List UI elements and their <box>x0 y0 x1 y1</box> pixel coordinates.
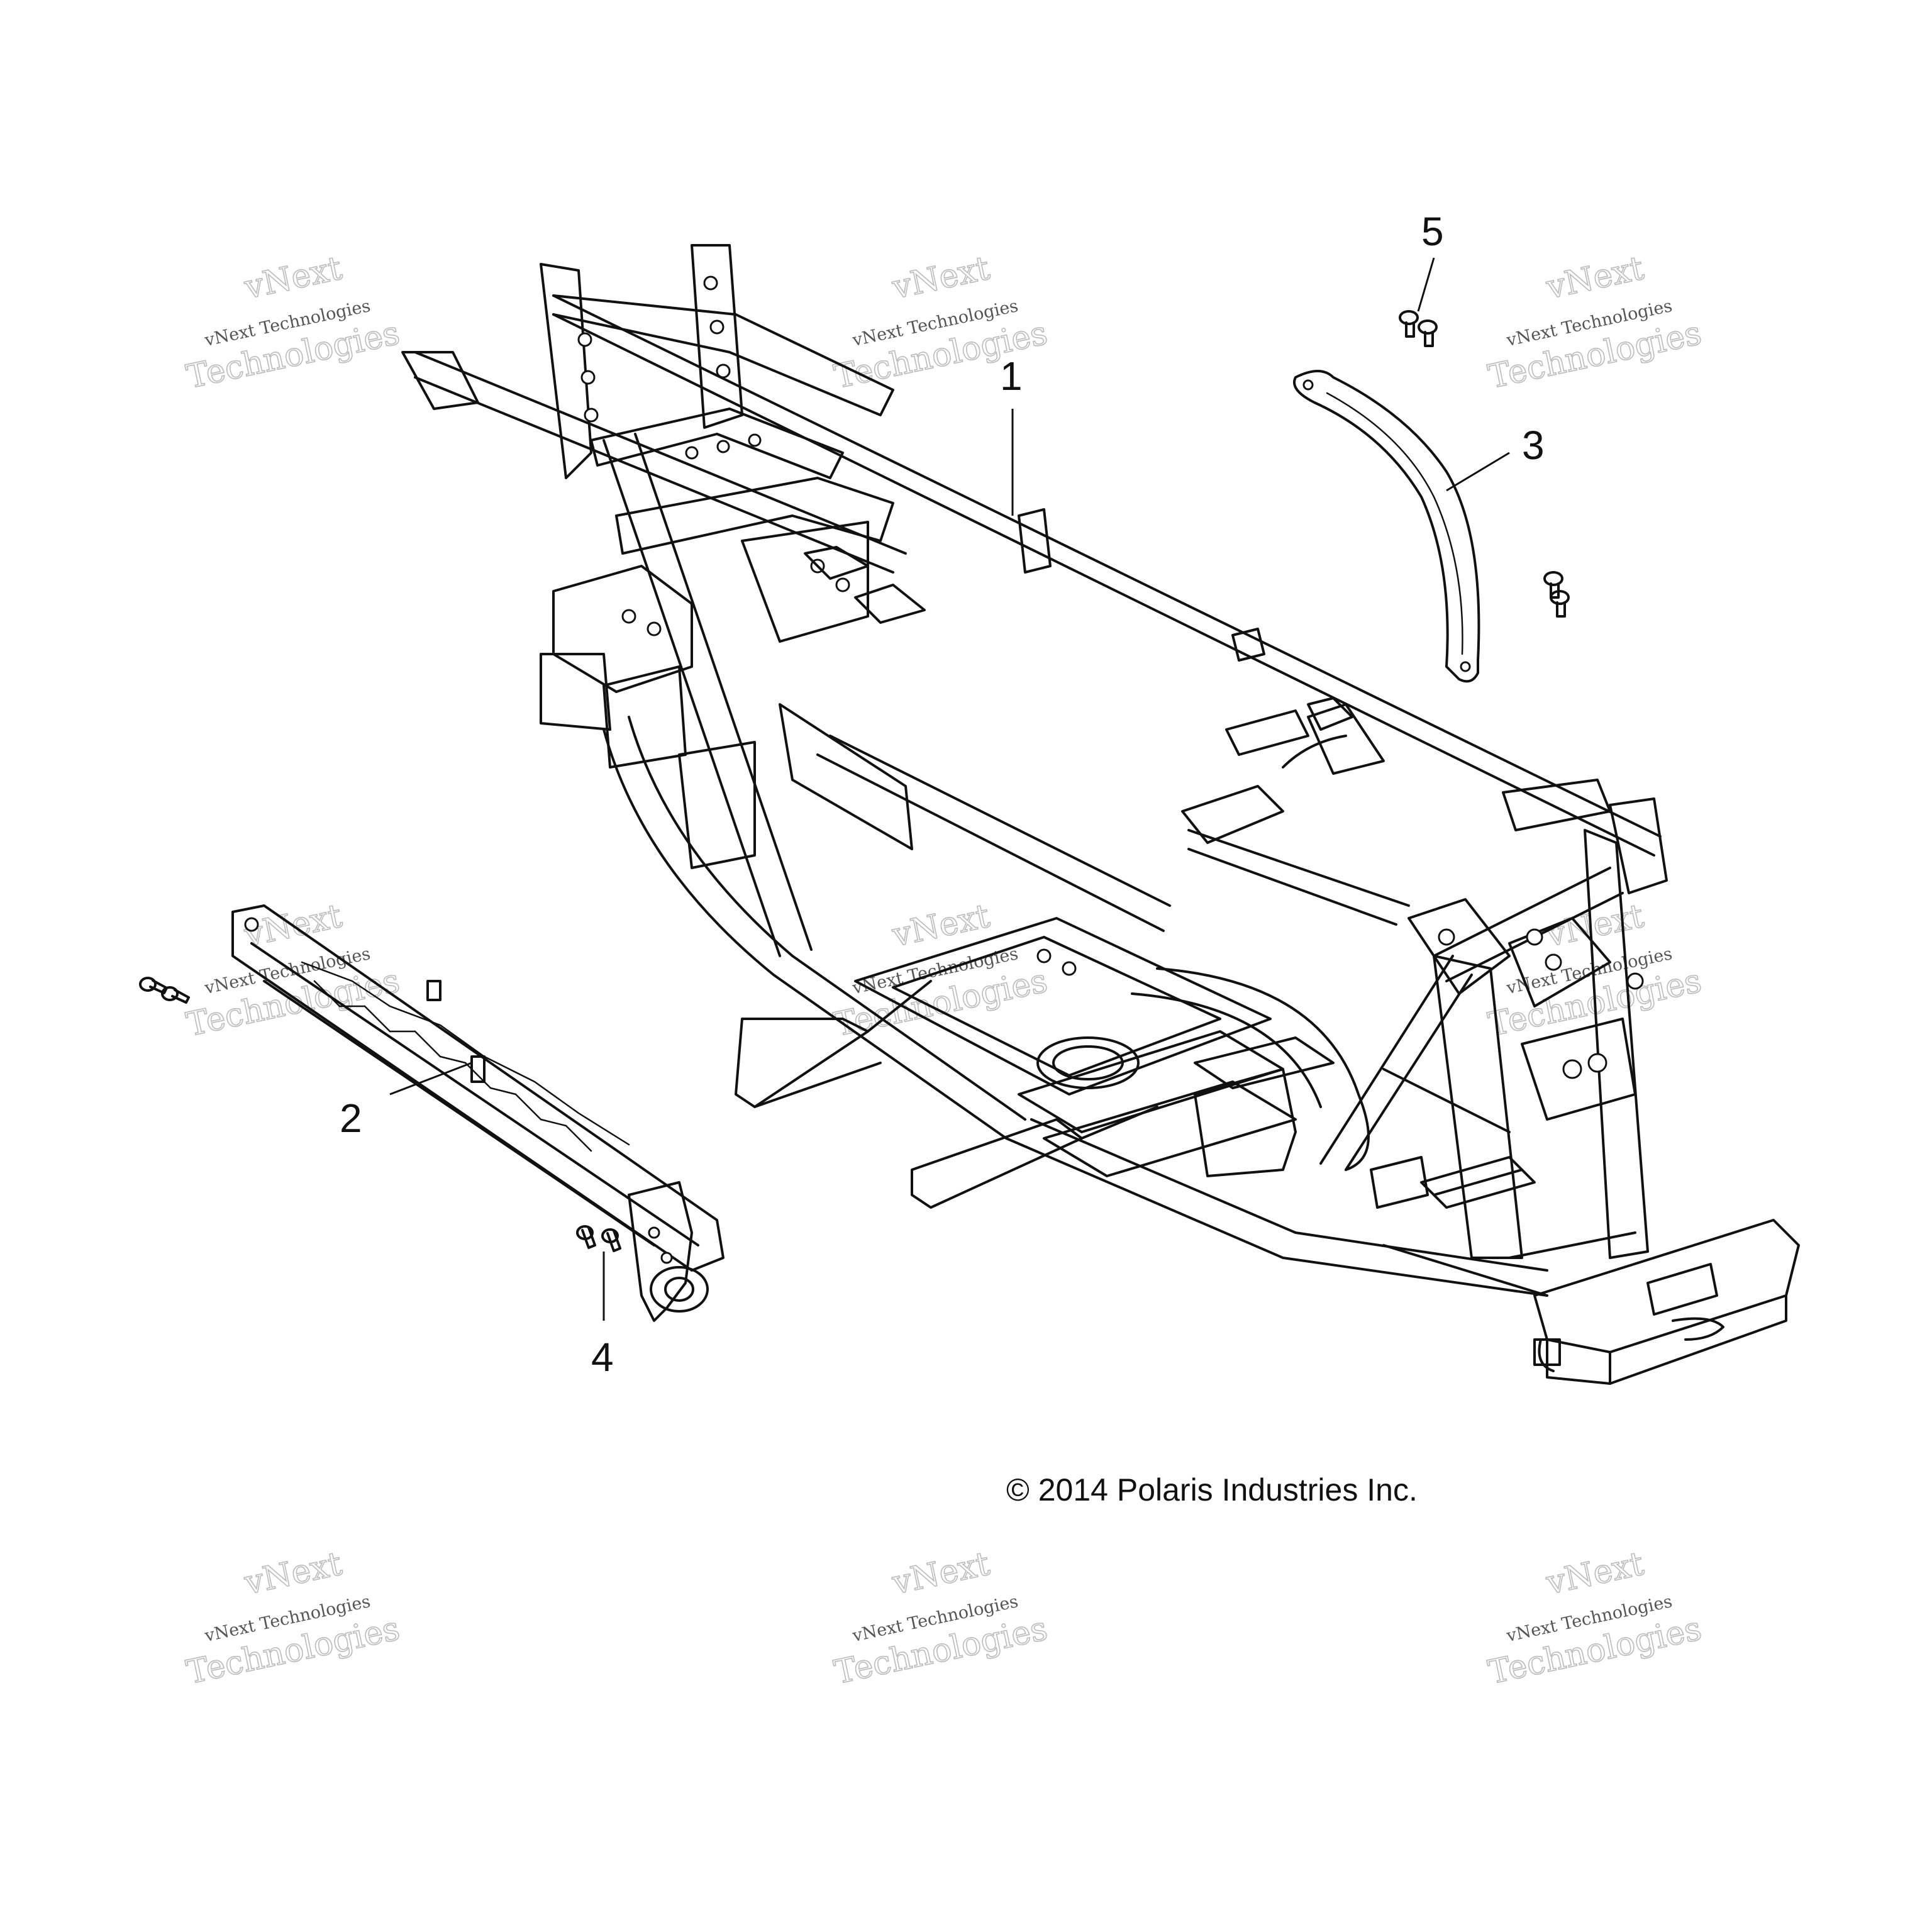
leader-line-2 <box>389 1062 472 1096</box>
callout-1: 1 <box>1000 353 1023 399</box>
bolt-icon <box>161 986 190 1004</box>
main-frame <box>401 244 1800 1385</box>
svg-text:vNext: vNext <box>1543 1545 1647 1602</box>
leader-line-3 <box>1446 452 1510 492</box>
callout-5: 5 <box>1421 209 1444 254</box>
bolt-icon <box>1399 310 1419 338</box>
svg-text:vNext: vNext <box>241 249 345 306</box>
watermark-middle-center: vNext vNext Technologies Technologies <box>831 897 1052 1045</box>
watermark-bottom-center: vNext vNext Technologies Technologies <box>831 1545 1052 1692</box>
bolt-icon <box>601 1228 621 1252</box>
side-rail-assembly <box>231 904 724 1322</box>
watermark-bottom-right: vNext vNext Technologies Technologies <box>1485 1545 1706 1692</box>
bolt-icon <box>1550 590 1570 618</box>
svg-text:vNext: vNext <box>1543 249 1647 306</box>
brace-bolts <box>1399 310 1570 618</box>
bolt-icon <box>139 977 168 994</box>
bolt-icon <box>576 1225 596 1249</box>
svg-text:vNext: vNext <box>241 1545 345 1602</box>
copyright-text: © 2014 Polaris Industries Inc. <box>1006 1472 1418 1507</box>
svg-text:vNext: vNext <box>889 897 993 954</box>
rail-bolts <box>139 977 621 1252</box>
watermark-top-right: vNext vNext Technologies Technologies <box>1485 249 1706 397</box>
callout-4: 4 <box>591 1335 614 1380</box>
bolt-icon <box>1418 319 1438 347</box>
curved-brace <box>1293 370 1480 683</box>
svg-text:vNext: vNext <box>889 249 993 306</box>
leader-line-5 <box>1417 257 1435 312</box>
watermark-bottom-left: vNext vNext Technologies Technologies <box>183 1545 404 1692</box>
svg-text:vNext: vNext <box>889 1545 993 1602</box>
callout-2: 2 <box>340 1096 362 1141</box>
watermark-top-left: vNext vNext Technologies Technologies <box>183 249 404 397</box>
callout-3: 3 <box>1522 423 1545 468</box>
